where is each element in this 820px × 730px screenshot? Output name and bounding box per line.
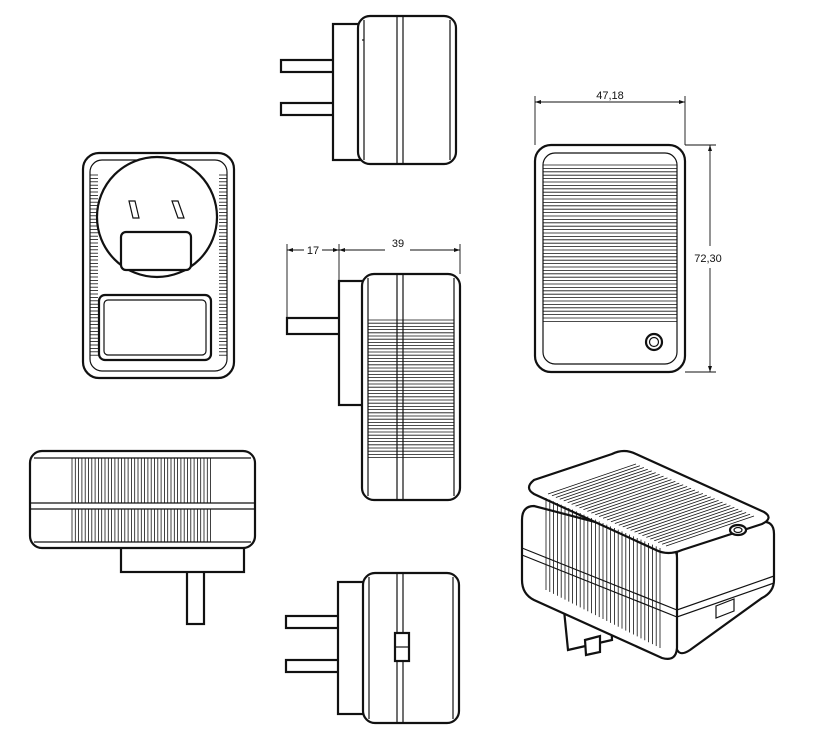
rear-view-ribs [543, 164, 677, 322]
side-view: 17 39 [285, 238, 462, 502]
bottom-view [28, 449, 257, 626]
bottom-view-pin [185, 564, 206, 626]
isometric-view-ribs [545, 463, 755, 648]
dimension-width: 47,18 [596, 90, 624, 102]
top-view-pin-upper [279, 58, 339, 74]
front-view-slot-right [171, 200, 185, 219]
dimension-height: 72,30 [694, 253, 722, 265]
isometric-view-top-face [527, 449, 770, 555]
front-view-socket-recess [119, 230, 193, 272]
front-view-window [97, 293, 213, 362]
side-view-pin [285, 316, 347, 336]
rear-view-body [533, 143, 687, 374]
front-view-slot-left [128, 200, 140, 219]
bottom-view-ribs [71, 458, 212, 542]
isometric-view-right-face [674, 520, 776, 655]
isometric-view-latch [715, 598, 735, 619]
dimension-body-depth: 39 [392, 238, 404, 250]
bottom-view-body [28, 449, 257, 550]
lower-side-view-pin-upper [284, 614, 344, 630]
rear-view-indicator-led [644, 332, 664, 352]
rear-view: 47,18 72,30 [533, 90, 722, 374]
side-view-ribs [368, 319, 454, 459]
isometric-view [520, 449, 776, 660]
top-view [279, 14, 458, 166]
lower-side-view-body [361, 571, 461, 725]
top-view-body [356, 14, 458, 166]
front-view [81, 151, 236, 380]
dimension-plug-length: 17 [307, 245, 319, 257]
isometric-view-indicator-led [728, 523, 748, 537]
isometric-view-pin [583, 634, 602, 657]
lower-side-view-pin-lower [284, 658, 344, 674]
rear-view-dimensions: 47,18 72,30 [534, 90, 722, 373]
side-view-dimensions: 17 39 [286, 238, 461, 318]
top-view-pin-lower [279, 101, 339, 117]
lower-side-view [284, 571, 461, 725]
front-view-ribs-right [219, 174, 227, 356]
